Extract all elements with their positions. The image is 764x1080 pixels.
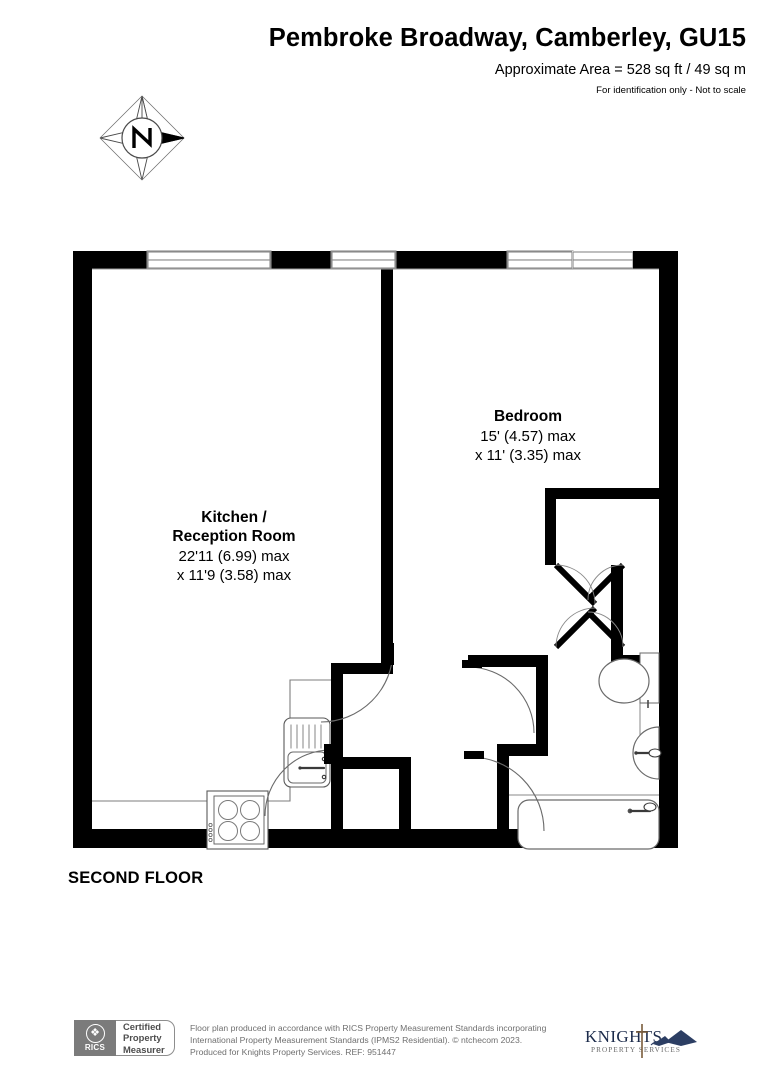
- window-pane-3b: [507, 259, 573, 269]
- door-bathroom: [462, 660, 535, 734]
- wall-central-divider: [381, 251, 393, 663]
- knights-name: KNIGHTS: [585, 1027, 662, 1046]
- disclaimer-text: For identification only - Not to scale: [596, 84, 746, 96]
- legal-line-3: Produced for Knights Property Services. …: [190, 1047, 396, 1058]
- compass-north-letter: [132, 125, 152, 148]
- wall-hall-left: [331, 663, 343, 843]
- window-pane-2b: [331, 259, 396, 269]
- page-title: Pembroke Broadway, Camberley, GU15: [268, 24, 746, 52]
- window-pane-1a: [147, 251, 271, 261]
- floor-plan-svg: Bedroom 15' (4.57) max x 11' (3.35) max …: [73, 250, 678, 850]
- wall-top-seg-3: [396, 251, 507, 269]
- rics-emblem-icon: ❖: [85, 1024, 105, 1043]
- walls: [73, 251, 678, 848]
- bath: [517, 799, 660, 850]
- door-bedroom: [464, 751, 545, 832]
- wall-hall-bottom-stub: [331, 757, 411, 769]
- approximate-area: Approximate Area = 528 sq ft / 49 sq m: [494, 62, 746, 79]
- wall-bathroom-left-jog: [497, 744, 548, 756]
- header: Pembroke Broadway, Camberley, GU15 Appro…: [0, 0, 764, 97]
- window-pane-1b: [147, 259, 271, 269]
- wall-top-seg-1: [73, 251, 147, 269]
- wash-basin: [632, 726, 662, 780]
- toilet: [598, 652, 660, 708]
- compass-rose: [96, 92, 188, 184]
- floor-level-label: SECOND FLOOR: [68, 869, 204, 887]
- sink-with-drainer: [283, 717, 331, 788]
- room-label-kitchen-reception: Kitchen / Reception Room 22'11 (6.99) ma…: [172, 509, 295, 584]
- bedroom-name: Bedroom: [494, 408, 562, 425]
- knights-logo-icon: KNIGHTS PROPERTY SERVICES: [585, 1024, 697, 1058]
- wall-cupboard-top: [545, 488, 659, 499]
- room-label-bedroom: Bedroom 15' (4.57) max x 11' (3.35) max: [475, 408, 581, 464]
- wall-bathroom-left-upper: [536, 655, 548, 752]
- rics-cert-text: Certified Property Measurer: [116, 1020, 175, 1056]
- house-roof-icon: [650, 1030, 697, 1046]
- kitchen-dim-1: 22'11 (6.99) max: [179, 548, 290, 565]
- window-pane-2a: [331, 251, 396, 261]
- rics-wordmark: RICS: [84, 1043, 106, 1052]
- compass-icon: [99, 95, 185, 181]
- door-hall-to-kitchen: [264, 744, 332, 817]
- hob-four-burner: [206, 790, 269, 850]
- legal-disclaimer: Floor plan produced in accordance with R…: [190, 1022, 546, 1059]
- cupboard-double-doors: [553, 562, 626, 650]
- window-pane-4-bottom: [572, 259, 634, 269]
- wall-hall-right-lower: [399, 757, 411, 848]
- wall-top-seg-5b: [633, 251, 678, 269]
- legal-line-2: International Property Measurement Stand…: [190, 1035, 523, 1046]
- kitchen-name-1: Kitchen /: [201, 509, 267, 526]
- rics-logo-icon: ❖ RICS: [74, 1020, 116, 1056]
- bedroom-dim-1: 15' (4.57) max: [480, 428, 576, 445]
- kitchen-dim-2: x 11'9 (3.58) max: [177, 567, 292, 584]
- top-wall-windows: [147, 251, 573, 269]
- window-pane-4-top: [572, 251, 634, 261]
- knights-property-services-logo: KNIGHTS PROPERTY SERVICES: [585, 1022, 697, 1062]
- wall-cupboard-left: [545, 488, 556, 565]
- wall-bathroom-left-lower: [497, 744, 509, 848]
- window-4-group: [572, 251, 634, 269]
- legal-line-1: Floor plan produced in accordance with R…: [190, 1023, 547, 1033]
- door-kitchen-reception: [320, 643, 394, 723]
- floor-plan-drawing: Bedroom 15' (4.57) max x 11' (3.35) max …: [0, 230, 764, 880]
- wall-hall-top-left: [331, 663, 393, 674]
- rics-cert-line-3: Measurer: [123, 1043, 165, 1055]
- window-pane-3a: [507, 251, 573, 261]
- wall-right: [659, 251, 678, 848]
- bedroom-dim-2: x 11' (3.35) max: [475, 447, 581, 464]
- rics-certified-badge: ❖ RICS Certified Property Measurer: [74, 1020, 175, 1056]
- kitchen-name-2: Reception Room: [172, 528, 295, 545]
- knights-tagline: PROPERTY SERVICES: [591, 1046, 681, 1054]
- wall-top-seg-2: [271, 251, 331, 269]
- rics-cert-line-1: Certified: [123, 1021, 162, 1033]
- footer: ❖ RICS Certified Property Measurer Floor…: [0, 1012, 764, 1072]
- rics-cert-line-2: Property: [123, 1032, 162, 1044]
- wall-hall-top-right: [468, 655, 548, 667]
- wall-left: [73, 251, 92, 848]
